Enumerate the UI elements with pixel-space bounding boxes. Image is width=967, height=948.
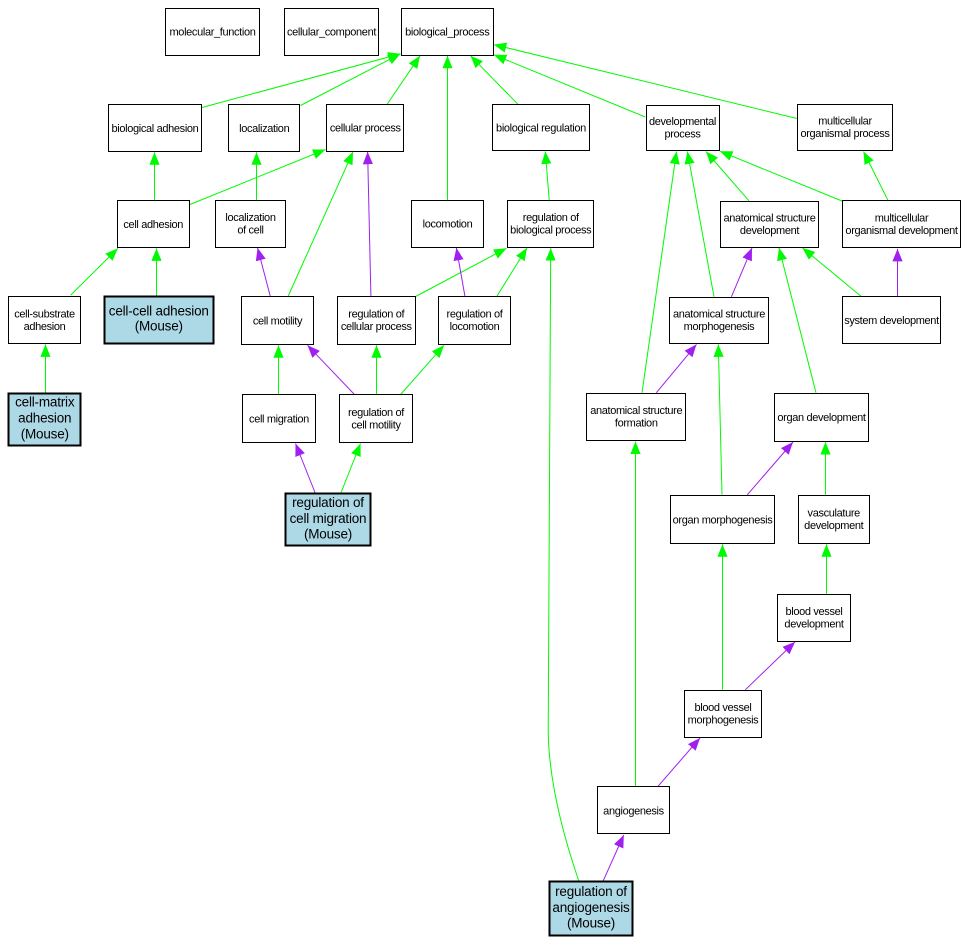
svg-text:development: development <box>804 520 863 532</box>
svg-text:vasculature: vasculature <box>808 508 861 520</box>
svg-text:biological_process: biological_process <box>405 27 490 39</box>
svg-text:morphogenesis: morphogenesis <box>688 714 760 726</box>
svg-text:formation: formation <box>615 418 658 430</box>
svg-text:regulation of: regulation of <box>555 884 627 899</box>
svg-text:regulation of: regulation of <box>348 309 405 321</box>
svg-text:(Mouse): (Mouse) <box>304 527 352 542</box>
svg-text:cell-matrix: cell-matrix <box>15 395 75 410</box>
svg-text:locomotion: locomotion <box>450 321 500 333</box>
svg-text:developmental: developmental <box>649 116 716 128</box>
svg-text:organismal process: organismal process <box>800 128 890 140</box>
svg-text:multicellular: multicellular <box>875 213 929 225</box>
svg-text:cell motility: cell motility <box>253 315 303 327</box>
svg-text:angiogenesis: angiogenesis <box>552 900 630 915</box>
svg-text:regulation of: regulation of <box>523 212 580 224</box>
svg-text:multicellular: multicellular <box>818 116 872 128</box>
svg-text:organismal development: organismal development <box>845 225 957 237</box>
svg-text:regulation of: regulation of <box>292 495 364 510</box>
svg-text:(Mouse): (Mouse) <box>21 426 69 441</box>
svg-text:(Mouse): (Mouse) <box>567 916 615 931</box>
svg-text:blood vessel: blood vessel <box>695 702 752 714</box>
svg-text:cellular_component: cellular_component <box>287 27 376 39</box>
svg-text:cell-cell adhesion: cell-cell adhesion <box>109 303 209 318</box>
svg-text:cell migration: cell migration <box>290 511 367 526</box>
svg-text:morphogenesis: morphogenesis <box>684 321 756 333</box>
svg-text:cell migration: cell migration <box>249 414 309 426</box>
svg-text:biological process: biological process <box>510 224 592 236</box>
svg-text:cell-substrate: cell-substrate <box>14 308 75 320</box>
svg-text:system development: system development <box>844 315 939 327</box>
svg-text:cell motility: cell motility <box>351 419 401 431</box>
svg-text:process: process <box>664 129 701 141</box>
svg-text:regulation of: regulation of <box>447 309 504 321</box>
svg-text:cellular process: cellular process <box>330 123 402 135</box>
svg-text:biological regulation: biological regulation <box>496 123 586 135</box>
svg-text:anatomical structure: anatomical structure <box>590 405 682 417</box>
svg-text:of cell: of cell <box>237 224 263 236</box>
svg-text:organ morphogenesis: organ morphogenesis <box>673 514 774 526</box>
svg-text:cellular process: cellular process <box>341 321 413 333</box>
svg-text:blood vessel: blood vessel <box>786 606 843 618</box>
svg-text:angiogenesis: angiogenesis <box>603 805 664 817</box>
svg-text:organ development: organ development <box>777 412 866 424</box>
svg-text:development: development <box>740 225 799 237</box>
svg-text:regulation of: regulation of <box>348 407 405 419</box>
svg-text:adhesion: adhesion <box>18 411 71 426</box>
svg-text:molecular_function: molecular_function <box>169 27 255 39</box>
svg-text:localization: localization <box>225 212 275 224</box>
svg-text:localization: localization <box>239 123 289 135</box>
svg-text:cell adhesion: cell adhesion <box>123 219 183 231</box>
svg-text:locomotion: locomotion <box>423 219 473 231</box>
svg-text:development: development <box>784 619 843 631</box>
svg-text:biological adhesion: biological adhesion <box>112 123 199 135</box>
svg-text:(Mouse): (Mouse) <box>135 319 183 334</box>
svg-text:adhesion: adhesion <box>24 321 66 333</box>
svg-text:anatomical structure: anatomical structure <box>673 309 765 321</box>
svg-text:anatomical structure: anatomical structure <box>723 212 815 224</box>
